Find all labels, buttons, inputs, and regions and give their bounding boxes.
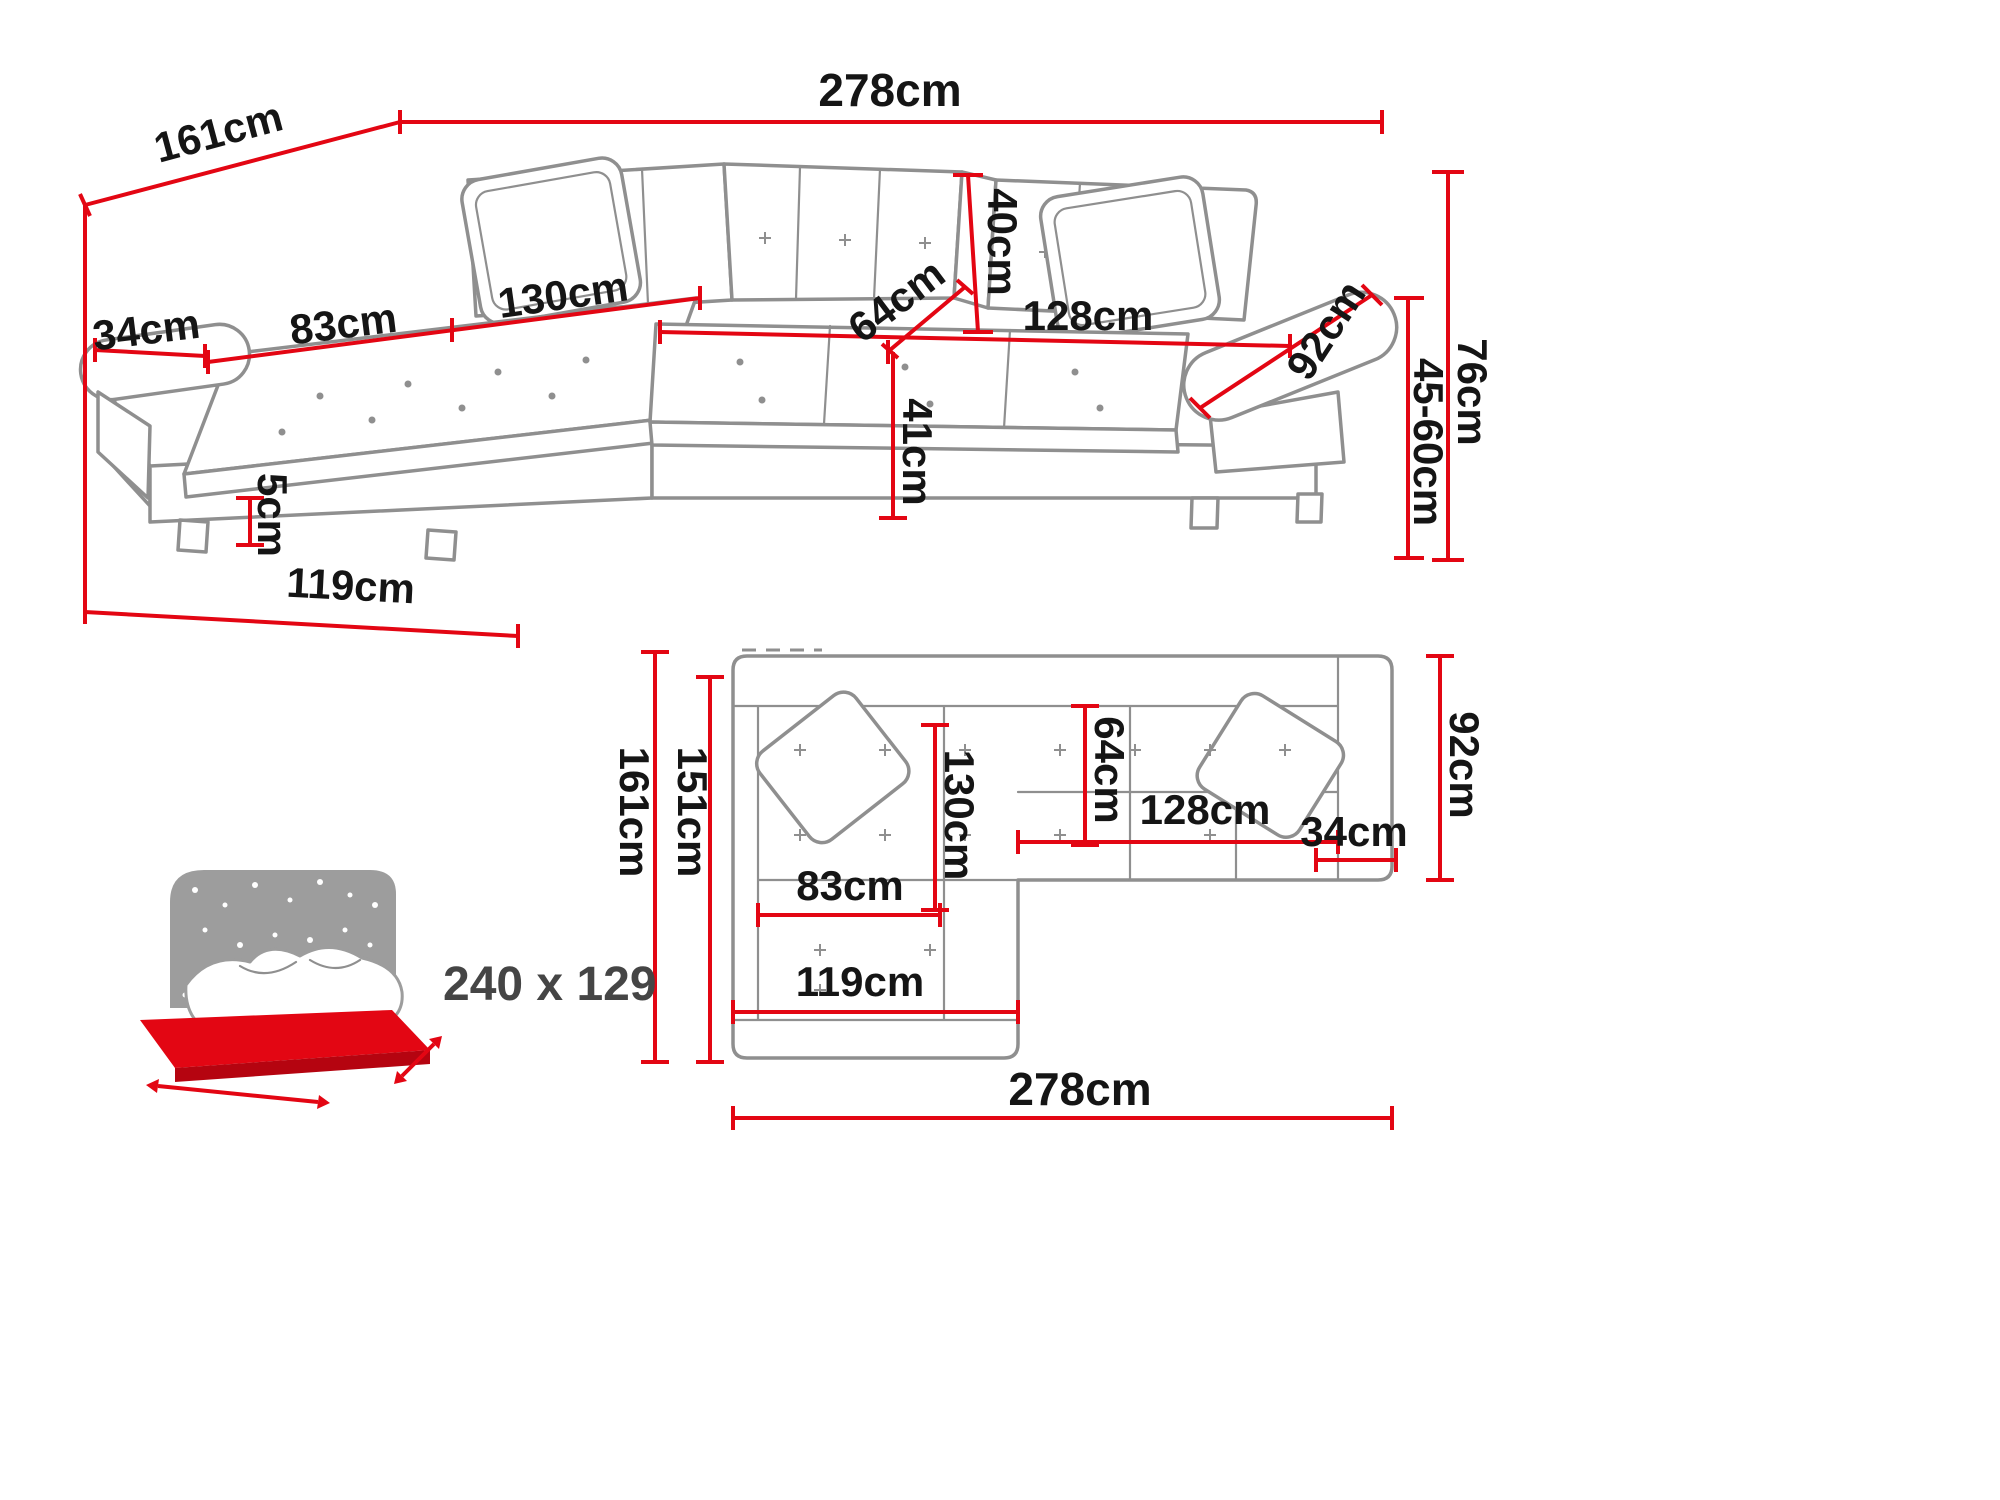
sofa-leg xyxy=(1189,496,1220,530)
sofa-main-seat-tufts xyxy=(736,358,1104,412)
dim-label-height-total: 76cm xyxy=(1449,338,1496,445)
sofa-main-seat-front xyxy=(648,420,1180,454)
sofa-leg xyxy=(176,518,210,554)
sofa-top-view xyxy=(731,648,1394,1060)
bed-dimension-arrows xyxy=(146,1036,442,1109)
dim-label-chaise-depth: 119cm xyxy=(285,559,416,613)
perspective-dim-ticks xyxy=(78,110,1464,648)
dim-label-top-depth-total: 161cm xyxy=(611,747,658,878)
sofa-main-seat-seams xyxy=(822,324,1012,430)
sofa-leg xyxy=(424,528,458,562)
topview-pillow-left xyxy=(754,690,911,845)
perspective-dimension-lines: 161cm 278cm 40cm 64cm 34cm 83cm 130cm 12… xyxy=(78,64,1496,648)
bed-mattress-side xyxy=(175,1050,430,1082)
topview-dim-lines xyxy=(653,652,1442,1120)
topview-pillow-right xyxy=(1195,691,1346,839)
bed-mattress-top xyxy=(140,1010,430,1068)
dim-label-backrest-height: 40cm xyxy=(979,188,1026,295)
dim-label-top-chaise-length: 130cm xyxy=(936,750,983,881)
dim-label-top-depth-inner: 151cm xyxy=(669,747,716,878)
sofa-bed-icon: 240 x 129 xyxy=(140,870,657,1109)
dim-label-top-chaise-width: 119cm xyxy=(796,958,924,1005)
sleeping-area-size-label: 240 x 129 xyxy=(443,958,657,1011)
sofa-armrest-left xyxy=(78,322,252,402)
sofa-leg xyxy=(1295,492,1324,524)
dim-label-top-seat-width: 128cm xyxy=(1140,786,1271,833)
topview-dimension-lines: 161cm 151cm 130cm 64cm 128cm 34cm 92cm 8… xyxy=(611,650,1488,1130)
dim-label-top-chaise-seat-width: 83cm xyxy=(796,862,903,909)
sofa-armrest-left-support xyxy=(96,390,152,500)
dim-label-seat-height: 45-60cm xyxy=(1405,358,1452,526)
sofa-chaise-tufts xyxy=(278,356,590,436)
bed-duvet-seam xyxy=(238,958,362,975)
dim-label-top-armrest-width: 34cm xyxy=(1300,808,1407,855)
dim-label-seat-width: 128cm xyxy=(1023,292,1154,339)
dim-label-width-total: 278cm xyxy=(818,64,961,116)
dim-label-top-width-total: 278cm xyxy=(1008,1063,1151,1115)
topview-tufts xyxy=(794,744,1291,996)
dim-label-body-height: 41cm xyxy=(894,398,941,505)
dim-label-top-armrest-depth: 92cm xyxy=(1441,711,1488,818)
pillow-right xyxy=(1038,175,1222,341)
dim-label-depth-total: 161cm xyxy=(149,92,287,171)
topview-dim-ticks xyxy=(641,650,1454,1130)
dim-label-leg-height: 5cm xyxy=(249,473,296,557)
dim-label-top-seat-depth: 64cm xyxy=(1086,716,1133,823)
